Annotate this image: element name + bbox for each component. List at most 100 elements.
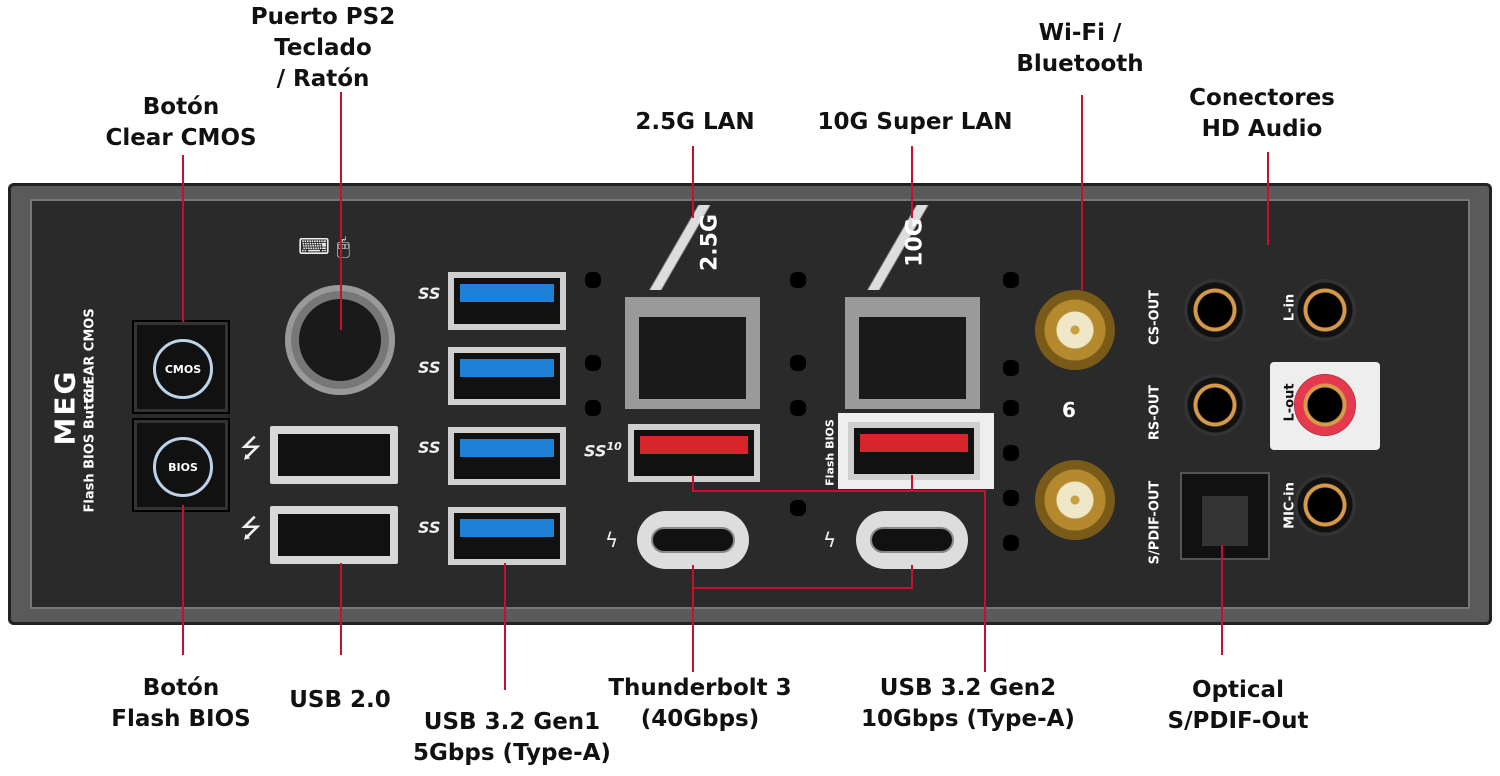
thunderbolt-port <box>637 511 749 569</box>
lan-25-badge: 2.5G <box>697 213 723 272</box>
callout-line <box>692 475 694 491</box>
label-lan-2-5g: 2.5G LAN <box>635 109 755 135</box>
label-usb-gen2: USB 3.2 Gen2 10Gbps (Type-A) <box>861 673 1075 735</box>
wifi6-icon: 6 <box>1062 398 1076 422</box>
callout-line <box>692 587 913 589</box>
vent-hole <box>1003 490 1019 506</box>
vent-hole <box>1003 400 1019 416</box>
usb-icon: ⭍ <box>240 434 262 464</box>
callout-line <box>1267 152 1269 245</box>
callout-line <box>984 490 986 672</box>
thunderbolt-icon: ϟ <box>823 528 837 552</box>
superspeed-icon: SS <box>418 438 441 457</box>
vent-hole <box>790 272 806 288</box>
label-line: Puerto PS2 <box>250 4 396 30</box>
callout-line <box>504 563 506 690</box>
label-line: HD Audio <box>1201 116 1323 142</box>
label-line: Teclado <box>274 35 372 61</box>
label-line: Flash BIOS <box>111 706 251 732</box>
ss-text: SS <box>584 441 607 461</box>
lan-10-logo <box>838 205 983 290</box>
line-out-jack <box>1294 374 1356 436</box>
vent-hole <box>1003 445 1019 461</box>
label-line: 5Gbps (Type-A) <box>413 740 611 766</box>
vent-hole <box>1003 360 1019 376</box>
label-line: USB 3.2 Gen2 <box>879 675 1057 701</box>
callout-line <box>692 490 986 492</box>
usb-gen1-port <box>448 507 566 565</box>
callout-line <box>1081 95 1083 290</box>
label-line: Conectores <box>1189 85 1335 111</box>
label-line: 10Gbps (Type-A) <box>861 706 1075 732</box>
usb-gen2-port <box>628 424 760 482</box>
cs-out-text: CS-OUT <box>1147 290 1163 346</box>
cmos-button-text: CMOS <box>164 362 202 376</box>
clear-cmos-button[interactable]: CMOS <box>134 322 228 412</box>
usb-gen1-port <box>448 427 566 485</box>
thunderbolt-icon: ϟ <box>605 528 619 552</box>
callout-line <box>340 92 342 330</box>
label-line: S/PDIF-Out <box>1167 708 1309 734</box>
usb-gen1-port <box>448 347 566 405</box>
superspeed-icon: SS <box>418 358 441 377</box>
callout-line <box>692 146 694 218</box>
keyboard-mouse-icon: ⌨ 🖱 <box>298 235 350 260</box>
label-line: Optical <box>1192 677 1284 703</box>
rs-out-jack <box>1184 374 1246 436</box>
callout-line <box>911 475 913 491</box>
vent-hole <box>585 355 601 371</box>
vent-hole <box>585 272 601 288</box>
label-usb-gen1: USB 3.2 Gen1 5Gbps (Type-A) <box>413 707 611 769</box>
label-line: Botón <box>142 675 220 701</box>
flash-bios-port-text: Flash BIOS <box>823 419 837 486</box>
vent-hole <box>790 400 806 416</box>
lan-10-port <box>845 297 980 409</box>
callout-line <box>1221 545 1223 655</box>
label-lan-10g: 10G Super LAN <box>817 109 1013 135</box>
vent-hole <box>585 400 601 416</box>
usb-gen1-port <box>448 272 566 330</box>
cmos-refresh-icon: CMOS <box>153 339 213 399</box>
callout-line <box>340 563 342 655</box>
label-line: / Ratón <box>276 66 370 92</box>
usb-gen2-flash-bios-port <box>848 422 980 480</box>
optical-spdif-port <box>1180 472 1270 560</box>
vent-hole <box>790 500 806 516</box>
label-line: Thunderbolt 3 <box>608 675 792 701</box>
label-thunderbolt: Thunderbolt 3 (40Gbps) <box>608 673 791 735</box>
label-line: USB 3.2 Gen1 <box>423 709 601 735</box>
mic-in-jack <box>1294 474 1356 536</box>
flash-bios-button[interactable]: BIOS <box>134 420 228 510</box>
lan-25-port <box>625 297 760 409</box>
vent-hole <box>1003 272 1019 288</box>
usb-icon: ⭍ <box>240 514 262 544</box>
callout-line <box>911 565 913 588</box>
lan-10-badge: 10G <box>902 218 928 267</box>
rs-out-text: RS-OUT <box>1147 384 1163 441</box>
bios-refresh-icon: BIOS <box>153 437 213 497</box>
callout-line <box>182 505 184 655</box>
wifi-antenna-connector <box>1035 460 1115 540</box>
label-line: Botón <box>142 94 220 120</box>
meg-logo: MEG <box>48 369 82 446</box>
label-line: Wi-Fi / <box>1038 20 1122 46</box>
label-usb20: USB 2.0 <box>289 687 391 713</box>
callout-line <box>182 155 184 322</box>
superspeed-icon: SS <box>418 284 441 303</box>
label-line: (40Gbps) <box>640 706 760 732</box>
lan-25-logo <box>620 205 765 290</box>
bios-button-text: BIOS <box>168 460 198 474</box>
flash-bios-text: Flash BIOS Button <box>82 379 98 513</box>
label-hd-audio: Conectores HD Audio <box>1189 83 1335 145</box>
line-in-jack <box>1294 279 1356 341</box>
spdif-out-text: S/PDIF-OUT <box>1147 480 1163 565</box>
thunderbolt-port <box>856 511 968 569</box>
usb20-port <box>270 506 398 564</box>
superspeed-icon: SS <box>418 518 441 537</box>
cs-out-jack <box>1184 279 1246 341</box>
vent-hole <box>1003 535 1019 551</box>
